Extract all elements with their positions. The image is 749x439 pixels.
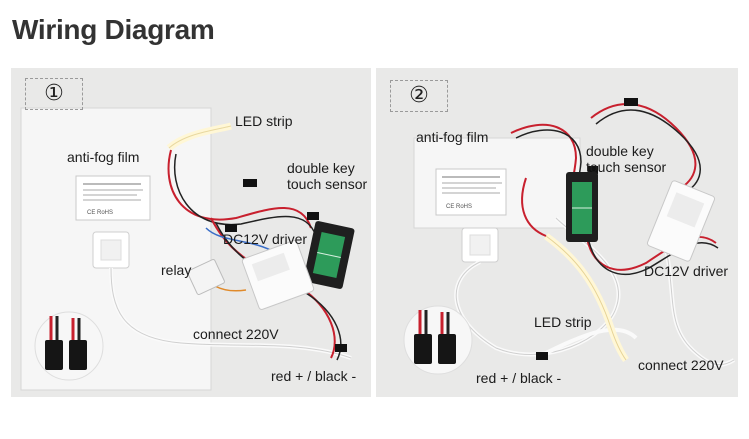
label-anti-fog-film: anti-fog film [416, 129, 489, 145]
wiring-photo-2: CE RoHS [403, 98, 736, 375]
label-polarity: red + / black - [271, 368, 357, 384]
step-number-2: ② [390, 80, 448, 112]
label-touch-sensor: double key touch sensor [287, 160, 368, 192]
svg-text:CE RoHS: CE RoHS [446, 204, 472, 210]
label-connect: connect 220V [193, 326, 279, 342]
label-driver: DC12V driver [644, 263, 729, 279]
label-led-strip: LED strip [534, 314, 592, 330]
label-led-strip: LED strip [235, 113, 293, 129]
wiring-diagram-1: CE RoHS [11, 68, 371, 397]
svg-text:CE RoHS: CE RoHS [87, 210, 113, 216]
wiring-photo-1: CE RoHS [20, 107, 355, 391]
label-touch-sensor: double key touch sensor [586, 143, 667, 175]
label-anti-fog-film: anti-fog film [67, 149, 140, 165]
label-polarity: red + / black - [476, 370, 562, 386]
step-number-1: ① [25, 78, 83, 110]
label-relay: relay [161, 262, 192, 278]
wiring-diagram-2: CE RoHS [376, 68, 738, 397]
label-driver: DC12V driver [223, 231, 308, 247]
label-connect: connect 220V [638, 357, 724, 373]
page-title: Wiring Diagram [12, 14, 215, 45]
